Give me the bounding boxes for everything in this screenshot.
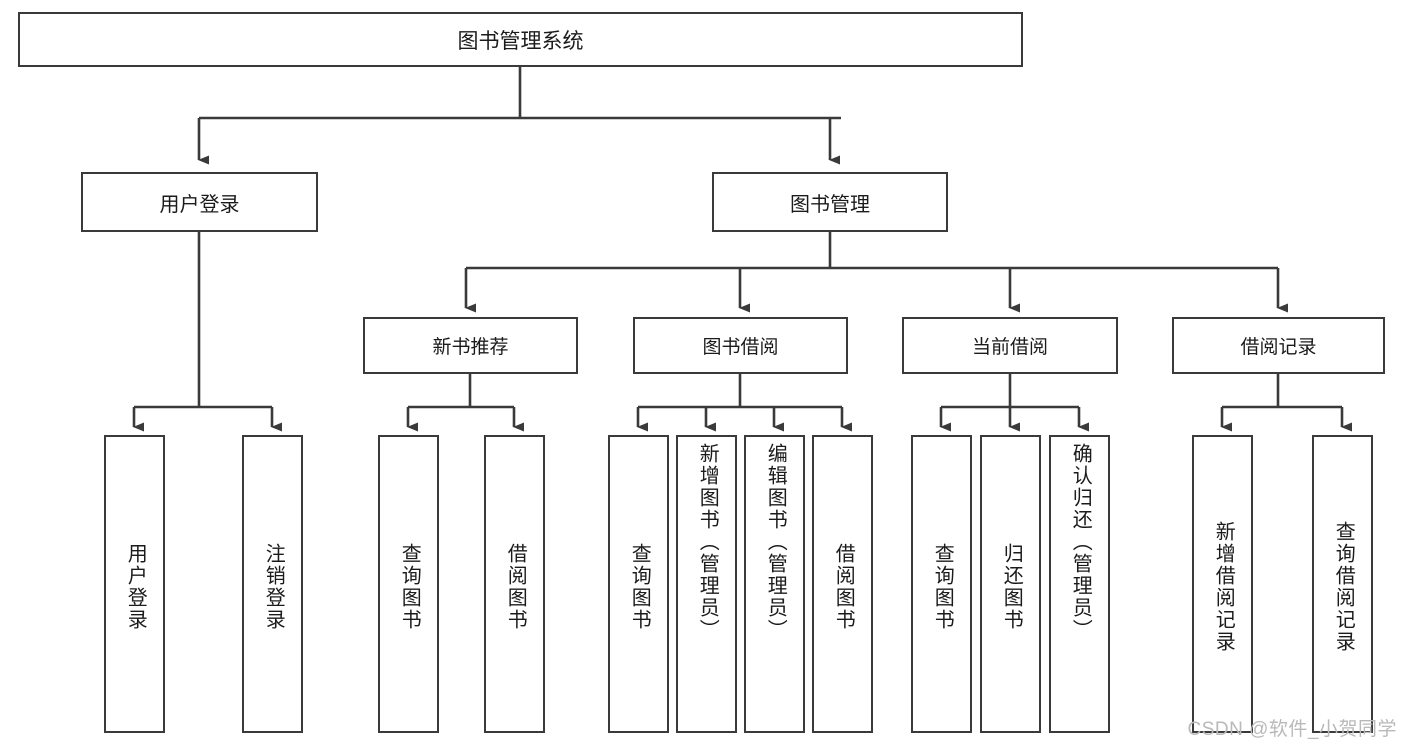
leaf-text-wrap: 确认归还（管理员） <box>1051 443 1108 731</box>
leaf-label: 查询图书 <box>398 543 421 631</box>
leaf-label: 新增图书（管理员） <box>696 443 719 641</box>
node-borrow-record[interactable]: 借阅记录 <box>1172 317 1385 374</box>
leaf-text-wrap: 查询借阅记录 <box>1314 443 1371 731</box>
node-book-borrow[interactable]: 图书借阅 <box>633 317 848 374</box>
node-label: 借阅记录 <box>1240 337 1317 358</box>
node-user-login[interactable]: 用户登录 <box>81 172 318 232</box>
node-current-borrow[interactable]: 当前借阅 <box>902 317 1118 374</box>
leaf-label: 查询图书 <box>931 543 954 631</box>
node-label: 用户登录 <box>159 193 240 216</box>
leaf-edit-book-admin[interactable]: 编辑图书（管理员） <box>744 435 805 733</box>
node-label: 图书管理 <box>790 193 870 216</box>
node-label: 当前借阅 <box>971 337 1048 358</box>
leaf-text-wrap: 注销登录 <box>244 443 301 731</box>
leaf-query-book-current[interactable]: 查询图书 <box>911 435 972 733</box>
leaf-text-wrap: 归还图书 <box>982 443 1039 731</box>
leaf-text-wrap: 用户登录 <box>106 443 163 731</box>
node-label: 图书管理系统 <box>457 29 584 53</box>
leaf-text-wrap: 借阅图书 <box>814 443 871 731</box>
leaf-label: 注销登录 <box>262 543 285 631</box>
leaf-query-borrow-record[interactable]: 查询借阅记录 <box>1312 435 1373 733</box>
node-label: 新书推荐 <box>432 337 509 358</box>
leaf-label: 用户登录 <box>124 543 147 631</box>
leaf-text-wrap: 新增图书（管理员） <box>678 443 735 731</box>
leaf-label: 查询借阅记录 <box>1332 521 1355 653</box>
leaf-borrow-book-recommend[interactable]: 借阅图书 <box>484 435 545 733</box>
leaf-text-wrap: 查询图书 <box>610 443 667 731</box>
leaf-confirm-return-admin[interactable]: 确认归还（管理员） <box>1049 435 1110 733</box>
leaf-label: 新增借阅记录 <box>1212 521 1235 653</box>
leaf-query-book-recommend[interactable]: 查询图书 <box>378 435 439 733</box>
leaf-label: 查询图书 <box>628 543 651 631</box>
leaf-label: 借阅图书 <box>832 543 855 631</box>
leaf-text-wrap: 查询图书 <box>913 443 970 731</box>
node-label: 图书借阅 <box>702 337 779 358</box>
leaf-text-wrap: 新增借阅记录 <box>1194 443 1251 731</box>
leaf-label: 编辑图书（管理员） <box>764 443 787 641</box>
watermark: CSDN @软件_小贺同学 <box>1187 719 1397 740</box>
leaf-add-borrow-record[interactable]: 新增借阅记录 <box>1192 435 1253 733</box>
leaf-return-book[interactable]: 归还图书 <box>980 435 1041 733</box>
node-book-management[interactable]: 图书管理 <box>712 172 948 232</box>
leaf-text-wrap: 借阅图书 <box>486 443 543 731</box>
leaf-query-book-borrow[interactable]: 查询图书 <box>608 435 669 733</box>
leaf-user-login[interactable]: 用户登录 <box>104 435 165 733</box>
leaf-text-wrap: 编辑图书（管理员） <box>746 443 803 731</box>
node-new-book-recommend[interactable]: 新书推荐 <box>363 317 578 374</box>
leaf-add-book-admin[interactable]: 新增图书（管理员） <box>676 435 737 733</box>
leaf-logout[interactable]: 注销登录 <box>242 435 303 733</box>
leaf-text-wrap: 查询图书 <box>380 443 437 731</box>
leaf-label: 归还图书 <box>1000 543 1023 631</box>
leaf-borrow-book[interactable]: 借阅图书 <box>812 435 873 733</box>
leaf-label: 确认归还（管理员） <box>1069 443 1092 641</box>
leaf-label: 借阅图书 <box>504 543 527 631</box>
node-root-book-management-system[interactable]: 图书管理系统 <box>18 12 1023 67</box>
